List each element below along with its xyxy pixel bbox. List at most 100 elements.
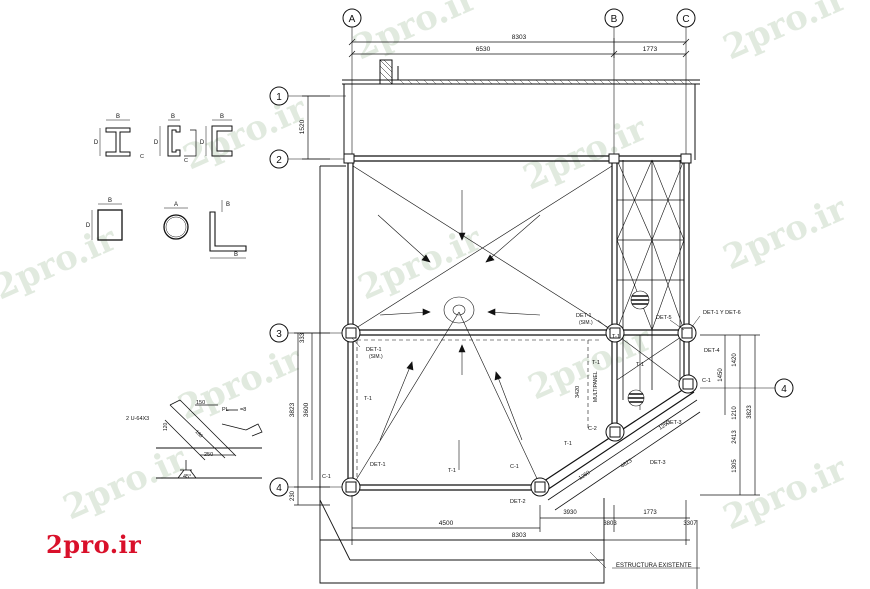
site-logo: 2pro.ir: [46, 530, 142, 559]
dim-top-left: 6530: [476, 46, 491, 53]
weld-detail: [156, 399, 263, 479]
svg-text:150: 150: [196, 400, 205, 406]
dim-bottom-1: 4500: [439, 520, 454, 527]
node-c-diag: [678, 374, 698, 394]
watermark: 2pro.ir: [177, 88, 313, 178]
node-b-2: [608, 153, 620, 164]
node-a-3: [341, 323, 361, 343]
svg-text:4: 4: [276, 483, 282, 494]
dim-left-mid: 3823: [289, 402, 296, 417]
label-sim-b3: (SIM.): [579, 320, 593, 326]
grid-bubble-4: 4: [269, 477, 289, 497]
svg-text:B: B: [234, 252, 238, 258]
svg-text:C: C: [184, 158, 188, 164]
svg-text:45°: 45°: [183, 474, 191, 480]
watermark: 2pro.ir: [347, 0, 483, 68]
multipanel-discs: [627, 290, 650, 407]
callout-leaders: [351, 315, 701, 569]
grid-bubble-right-4: 4: [774, 378, 794, 398]
label-t1-left: T-1: [364, 396, 372, 402]
callouts: DET-1 (SIM.) DET-1 (SIM.) DET-5 DET-1 Y …: [322, 310, 741, 569]
svg-text:A: A: [349, 14, 356, 25]
dim-diag-3: 4623: [620, 458, 634, 470]
grid-bubble-1: 1: [269, 86, 289, 106]
label-det3-a: DET-3: [666, 420, 682, 426]
svg-text:4: 4: [781, 384, 787, 395]
grid-bubbles: A B C 1 2 3 4 4: [269, 8, 794, 497]
svg-text:B: B: [226, 202, 230, 208]
label-det1-y-det6: DET-1 Y DET-6: [703, 310, 741, 316]
watermark: 2pro.ir: [57, 438, 193, 528]
svg-text:B: B: [116, 114, 120, 120]
node-b-diag: [605, 422, 625, 442]
dim-bottom-4: 3307: [683, 521, 697, 527]
svg-text:C: C: [140, 154, 144, 160]
dim-right-1: 1450: [718, 368, 724, 382]
svg-text:B: B: [108, 198, 112, 204]
dim-left-bottom: 230: [290, 490, 296, 501]
label-t1-diag: T-1: [564, 441, 572, 447]
dim-diag-2: 1250: [658, 420, 672, 432]
section-profiles: [91, 119, 247, 259]
label-existing-structure: ESTRUCTURA EXISTENTE: [616, 563, 692, 569]
dim-bottom-5: 3803: [603, 521, 617, 527]
svg-text:250: 250: [204, 452, 213, 458]
label-det5: DET-5: [656, 315, 672, 321]
label-det3-b: DET-3: [650, 460, 666, 466]
node-a-2: [343, 153, 355, 164]
svg-text:B: B: [220, 114, 224, 120]
label-multipanel: MULTIPANEL: [593, 371, 599, 402]
dim-left-upper: 1520: [299, 119, 306, 134]
roof-slope-lines: [352, 165, 613, 486]
label-sim: (SIM.): [369, 354, 383, 360]
column-nodes: [341, 153, 698, 497]
label-c1-left: C-1: [322, 474, 331, 480]
dim-vert-diag: 3420: [575, 386, 581, 398]
grid-bubble-b: B: [604, 8, 624, 28]
dim-right-5: 1305: [732, 459, 738, 473]
grid-bubble-2: 2: [269, 149, 289, 169]
svg-text:D: D: [86, 223, 91, 229]
watermark: 2pro.ir: [517, 108, 653, 198]
svg-text:A: A: [174, 202, 178, 208]
svg-text:180: 180: [194, 429, 204, 439]
weld-anchor: 2 U-64X3: [126, 416, 149, 422]
label-c1-right: C-1: [702, 378, 711, 384]
node-a-4: [341, 477, 361, 497]
label-c2: C-2: [588, 426, 597, 432]
label-det2: DET-2: [510, 499, 526, 505]
dim-left-mid2: 3600: [303, 402, 310, 417]
label-det1-b3: DET-1: [576, 313, 592, 319]
dim-right-6: 3823: [747, 405, 753, 419]
svg-text:=8: =8: [240, 407, 246, 413]
label-t1-right: T-1: [636, 362, 644, 368]
label-det1-sim: DET-1: [366, 347, 382, 353]
label-det4: DET-4: [704, 348, 720, 354]
dim-top-total: 8303: [512, 34, 527, 41]
dim-top: [348, 38, 690, 58]
label-t1-bottom: T-1: [448, 468, 456, 474]
label-t1-b: T-1: [592, 360, 600, 366]
dim-left: [294, 95, 330, 506]
node-c-2: [680, 153, 692, 164]
dim-left-small: 333: [300, 332, 306, 343]
grid-bubble-c: C: [676, 8, 696, 28]
node-c-3: [677, 323, 697, 343]
dim-bottom-total: 8303: [512, 532, 527, 539]
svg-text:1: 1: [276, 92, 282, 103]
dim-right-3: 1210: [732, 406, 738, 420]
svg-text:C: C: [682, 14, 689, 25]
dim-right: [700, 334, 760, 496]
watermark: 2pro.ir: [717, 0, 853, 68]
watermark: 2pro.ir: [352, 218, 488, 308]
weld-detail-labels: 2 U-64X3 150 180 250 PL =8 45° 120: [126, 400, 246, 480]
watermark: 2pro.ir: [0, 218, 123, 308]
dim-diag-1: 1250: [578, 470, 592, 482]
svg-text:D: D: [94, 140, 99, 146]
grid-axes: [288, 27, 775, 488]
svg-text:B: B: [611, 14, 618, 25]
label-t1-top: T-1: [612, 334, 620, 340]
dim-top-right: 1773: [643, 46, 658, 53]
node-mid-4: [530, 477, 550, 497]
